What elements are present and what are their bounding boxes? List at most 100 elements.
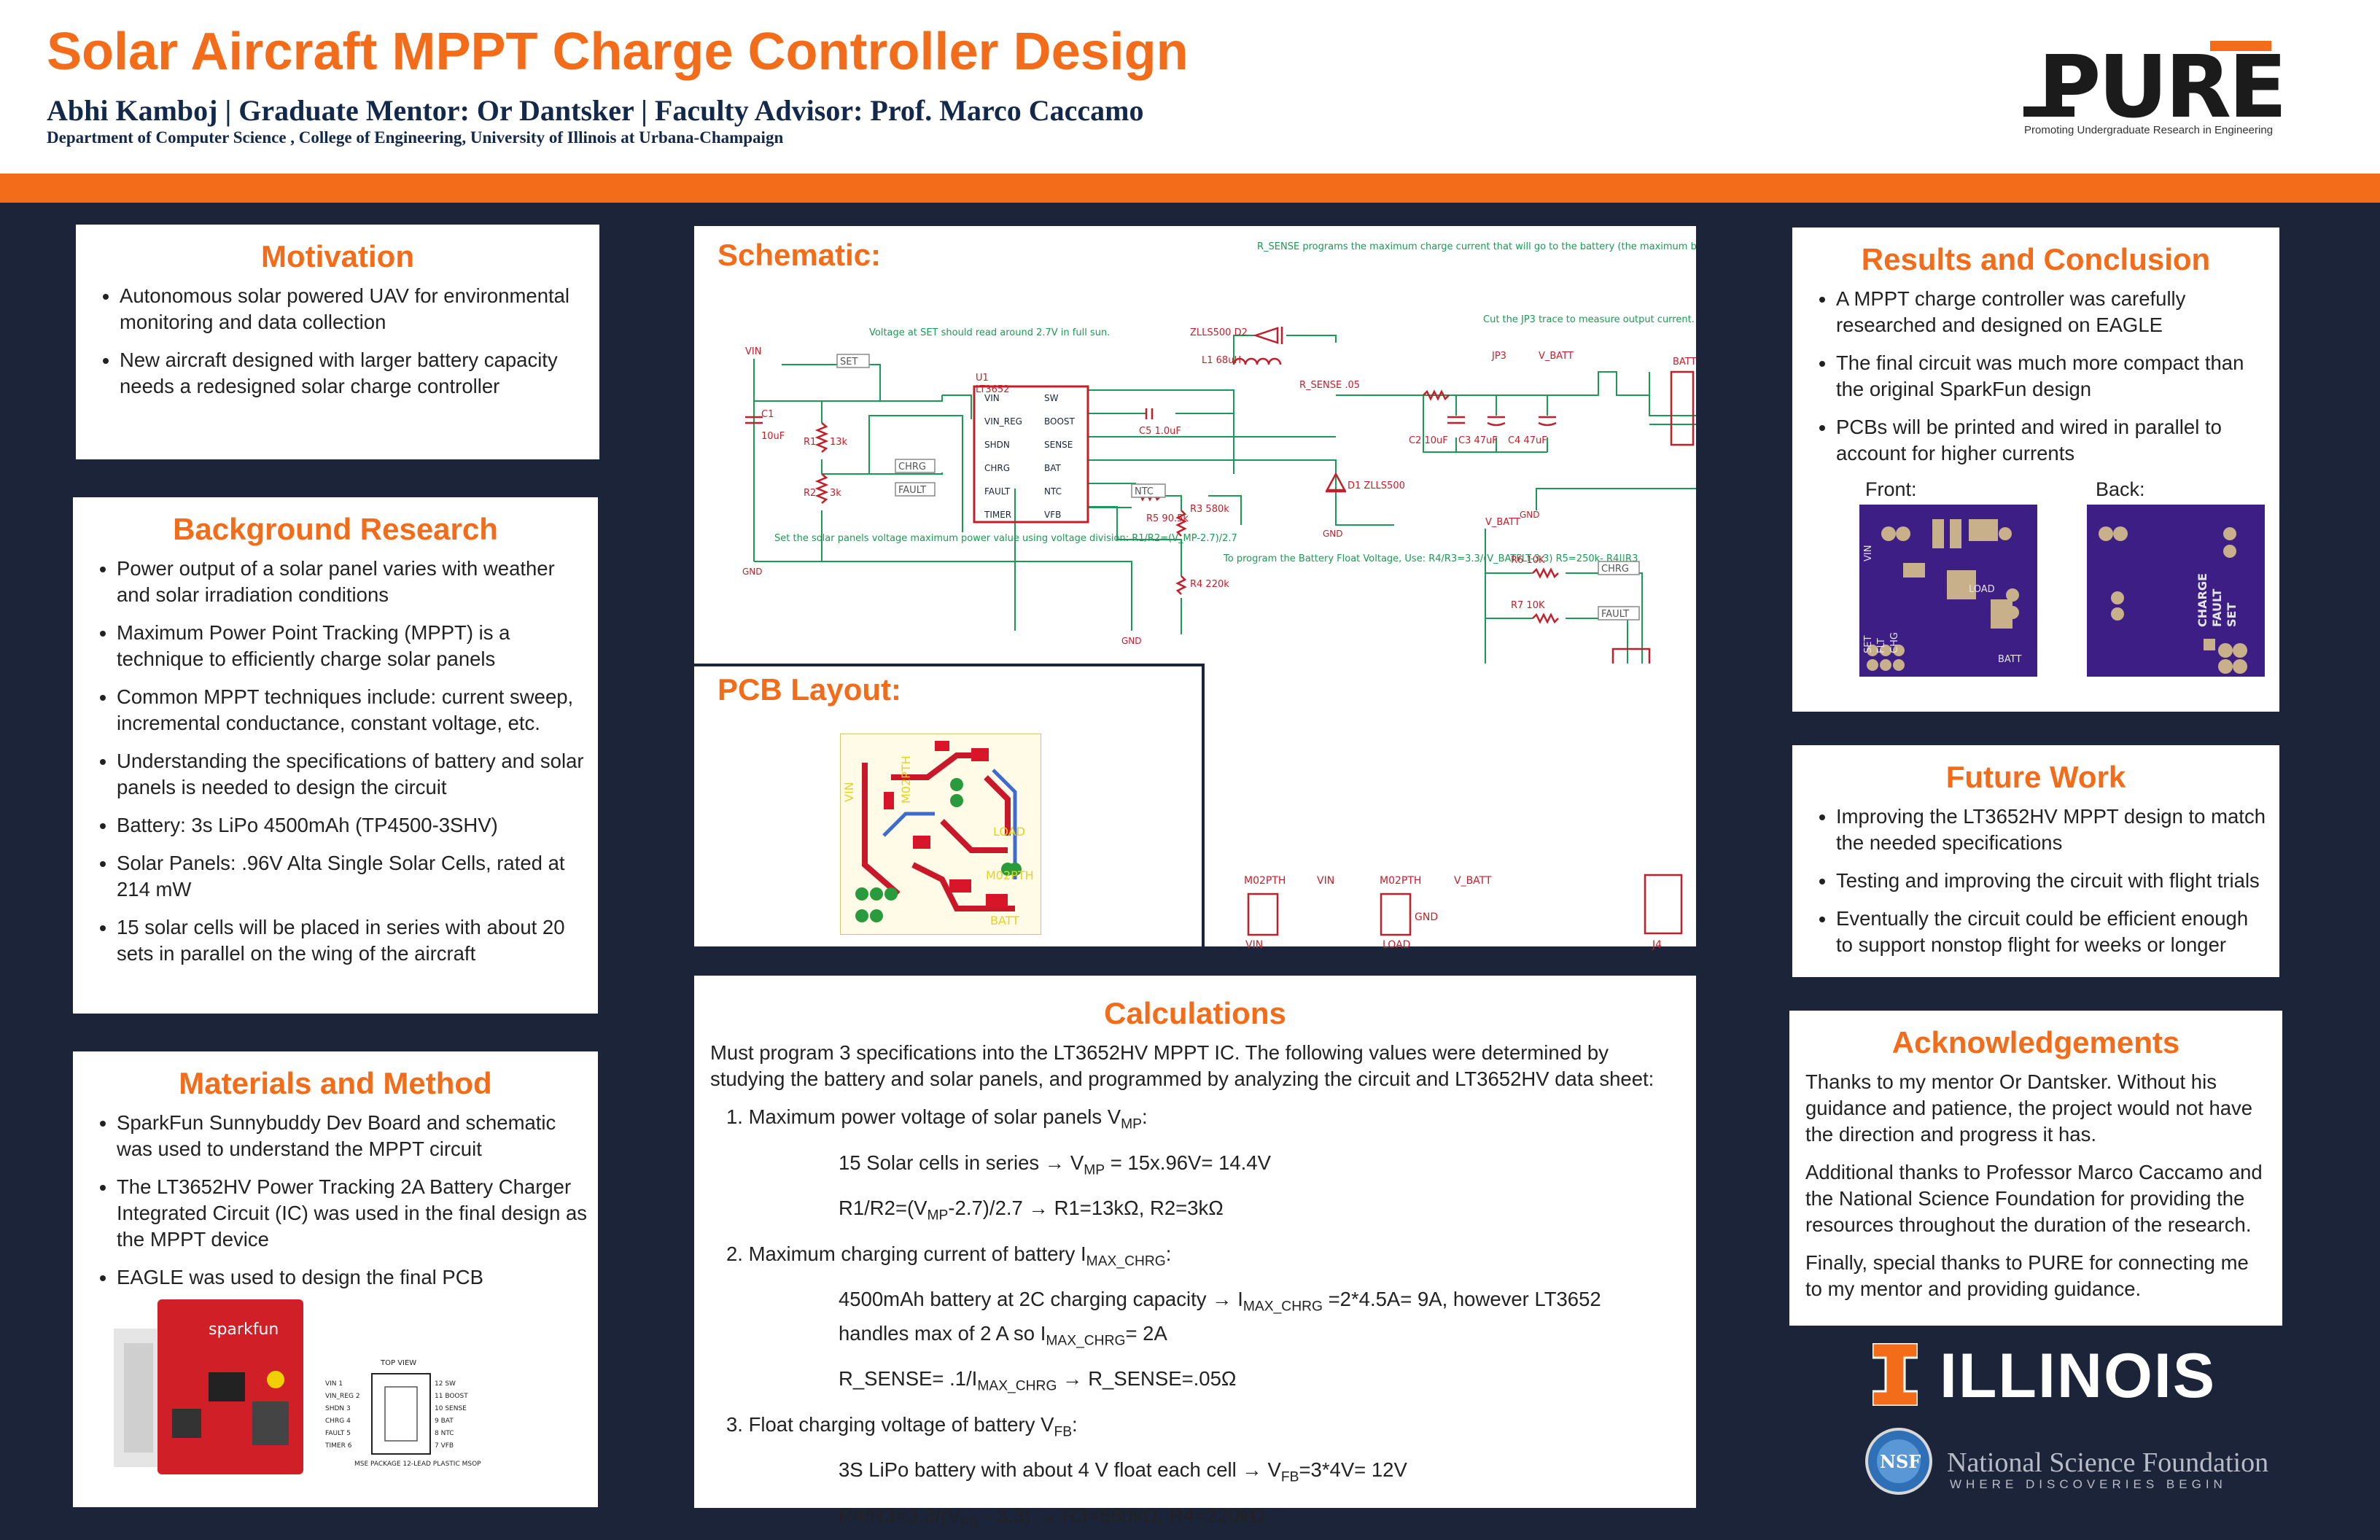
results-panel: Results and Conclusion A MPPT charge con…: [1792, 228, 2279, 712]
pin-label: VFB: [1044, 510, 1061, 520]
label-m02pth-2: M02PTH: [1380, 875, 1421, 887]
list-item: The final circuit was much more compact …: [1836, 350, 2269, 402]
label-r5: R5 90.5k: [1146, 513, 1189, 524]
pin-label: CHRG: [984, 463, 1010, 473]
pcb-title: PCB Layout:: [718, 672, 901, 707]
calc-line: 3S LiPo battery with about 4 V float eac…: [839, 1458, 1407, 1485]
illinois-block-i-icon: [1872, 1343, 1918, 1406]
pin-label: NTC: [1044, 486, 1062, 497]
connector-diagram: M02PTH VIN VIN M02PTH LOAD V_BATT J4 GND: [1244, 874, 1683, 951]
label-r4: R4 220k: [1190, 579, 1229, 590]
back-label: Back:: [2096, 478, 2145, 500]
gnd-label: GND: [1121, 636, 1142, 646]
pcb-front-render: LOAD BATT SET FLT CHG VIN: [1859, 505, 2037, 677]
ack-paragraph: Finally, special thanks to PURE for conn…: [1805, 1251, 2249, 1300]
materials-list: SparkFun Sunnybuddy Dev Board and schema…: [73, 1110, 598, 1291]
label-rsense: R_SENSE .05: [1299, 380, 1360, 391]
pin-label: SW: [1044, 393, 1059, 403]
gnd-label: GND: [1323, 529, 1343, 539]
calc-step-3: 3. Float charging voltage of battery VFB…: [726, 1412, 1078, 1440]
pin-label: BAT: [1044, 463, 1062, 473]
calc-line: R1/R2=(VMP-2.7)/2.7 → R1=13kΩ, R2=3kΩ: [839, 1197, 1224, 1224]
sparkfun-board-image: sparkfun: [114, 1299, 405, 1474]
pcb-label: M02PTH: [899, 755, 913, 804]
svg-text:7 VFB: 7 VFB: [435, 1442, 454, 1450]
label-r3: R3 580k: [1190, 504, 1229, 515]
orange-divider: [0, 174, 2380, 203]
svg-text:12 SW: 12 SW: [435, 1380, 456, 1388]
svg-text:SHDN 3: SHDN 3: [325, 1405, 351, 1412]
tag-fault: FAULT: [898, 485, 926, 496]
label-c5: C5 1.0uF: [1139, 426, 1181, 437]
ic-pins: VIN VIN_REG SHDN CHRG FAULT TIMER SW BOO…: [984, 393, 1076, 520]
front-text: BATT: [1998, 654, 2022, 665]
label-r2v: 3k: [830, 488, 841, 499]
background-list: Power output of a solar panel varies wit…: [73, 556, 598, 967]
ic-top-view-label: TOP VIEW: [380, 1359, 416, 1367]
list-item: Battery: 3s LiPo 4500mAh (TP4500-3SHV): [117, 812, 588, 839]
materials-title: Materials and Method: [179, 1066, 492, 1100]
gnd-label: GND: [742, 567, 763, 577]
label-d1: D1 ZLLS500: [1348, 481, 1405, 491]
svg-text:8 NTC: 8 NTC: [435, 1430, 454, 1437]
pure-logo: PURE: [2023, 36, 2287, 137]
note-rsense: R_SENSE programs the maximum charge curr…: [1257, 241, 1696, 252]
pcb-inset-border: [694, 664, 1205, 946]
poster-header: Solar Aircraft MPPT Charge Controller De…: [0, 0, 2380, 172]
acknowledgements-panel: Acknowledgements Thanks to my mentor Or …: [1789, 1011, 2282, 1326]
front-text: SET: [1863, 636, 1874, 653]
list-item: Eventually the circuit could be efficien…: [1836, 906, 2269, 958]
label-vbatt-2: V_BATT: [1485, 517, 1520, 528]
svg-text:10 SENSE: 10 SENSE: [435, 1405, 467, 1412]
list-item: Improving the LT3652HV MPPT design to ma…: [1836, 804, 2269, 856]
label-c1: C1: [761, 409, 774, 420]
calculations-intro: Must program 3 specifications into the L…: [710, 1041, 1654, 1090]
results-list: A MPPT charge controller was carefully r…: [1792, 286, 2279, 467]
calc-line: 15 Solar cells in series → VMP = 15x.96V…: [839, 1151, 1271, 1178]
label-gnd-connector: GND: [1415, 911, 1438, 923]
label-vbatt: V_BATT: [1539, 351, 1574, 362]
note-jp3: Cut the JP3 trace to measure output curr…: [1483, 314, 1695, 325]
list-item: New aircraft designed with larger batter…: [120, 347, 589, 400]
results-title: Results and Conclusion: [1861, 242, 2211, 276]
schematic-diagram: U1 LT3652 VIN VIN_REG SHDN CHRG FAULT TI…: [742, 241, 1696, 664]
list-item: PCBs will be printed and wired in parall…: [1836, 414, 2269, 467]
pcb-layout-image: VIN M02PTH LOAD M02PTH BATT: [840, 734, 1041, 935]
label-load: LOAD: [1382, 939, 1410, 951]
ic-name: U1: [976, 373, 989, 384]
list-item: Autonomous solar powered UAV for environ…: [120, 283, 589, 335]
nsf-name: National Science Foundation: [1947, 1447, 2269, 1478]
back-text: SET: [2225, 603, 2239, 627]
label-d2: ZLLS500 D2: [1190, 327, 1248, 338]
list-item: Maximum Power Point Tracking (MPPT) is a…: [117, 620, 588, 672]
tag-ntc: NTC: [1135, 486, 1154, 497]
pure-tagline: Promoting Undergraduate Research in Engi…: [2024, 124, 2274, 136]
future-work-title: Future Work: [1945, 760, 2126, 794]
pin-label: FAULT: [984, 486, 1011, 497]
front-text: CHG: [1889, 632, 1900, 653]
ack-paragraph: Thanks to my mentor Or Dantsker. Without…: [1805, 1070, 2253, 1146]
ack-paragraph: Additional thanks to Professor Marco Cac…: [1805, 1161, 2263, 1236]
pure-wordmark: PURE: [2038, 36, 2284, 137]
motivation-panel: Motivation Autonomous solar powered UAV …: [76, 225, 599, 459]
label-c1v: 10uF: [761, 431, 785, 442]
label-m02pth: M02PTH: [1244, 875, 1286, 887]
nsf-tagline: WHERE DISCOVERIES BEGIN: [1950, 1477, 2227, 1491]
tag-set: SET: [840, 357, 858, 368]
acknowledgements-title: Acknowledgements: [1891, 1025, 2180, 1059]
schematic-title: Schematic:: [718, 238, 882, 272]
list-item: Understanding the specifications of batt…: [117, 748, 588, 801]
note-set-voltage: Voltage at SET should read around 2.7V i…: [869, 327, 1110, 338]
department-line: Department of Computer Science , College…: [47, 128, 784, 147]
front-text: LOAD: [1969, 584, 1995, 595]
tag-chrg-2: CHRG: [1601, 564, 1629, 575]
ic-part: LT3652: [976, 384, 1009, 395]
tag-chrg: CHRG: [898, 462, 926, 472]
label-jp3: JP3: [1491, 351, 1506, 362]
label-vin-3: VIN: [1245, 939, 1263, 951]
svg-text:TIMER 6: TIMER 6: [324, 1442, 352, 1450]
label-l1: L1 68uH: [1202, 355, 1241, 366]
list-item: Power output of a solar panel varies wit…: [117, 556, 588, 608]
pcb-label: BATT: [990, 914, 1019, 928]
